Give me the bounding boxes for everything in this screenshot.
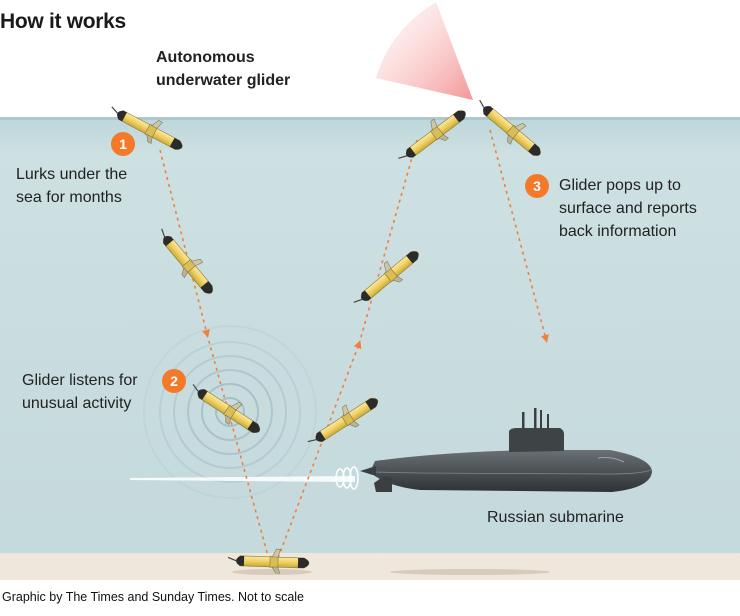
step-badge-1: 1 [111,132,135,156]
step-badge-3: 3 [525,174,549,198]
listens-label: Glider listens for unusual activity [22,372,138,412]
sonar-rings [143,325,317,499]
sea-surface [0,117,740,120]
sea [0,117,740,577]
propeller-bubbles [335,466,359,490]
lurks-label: Lurks under the sea for months [16,166,128,206]
submarine-shadow [390,569,550,575]
glider-shadow [232,569,312,575]
pops-up-label: Glider pops up to surface and reports ba… [559,177,697,240]
credit-line: Graphic by The Times and Sunday Times. N… [2,590,304,604]
satellite-signal-beam [376,2,473,100]
propeller-wake [130,476,355,482]
submarine [360,408,652,492]
step-badge-2: 2 [162,369,186,393]
submarine-label: Russian submarine [487,509,624,526]
page-title: How it works [0,10,126,33]
glider-title-label: Autonomous underwater glider [156,49,291,89]
glider-path [159,129,549,559]
seabed [0,553,740,580]
